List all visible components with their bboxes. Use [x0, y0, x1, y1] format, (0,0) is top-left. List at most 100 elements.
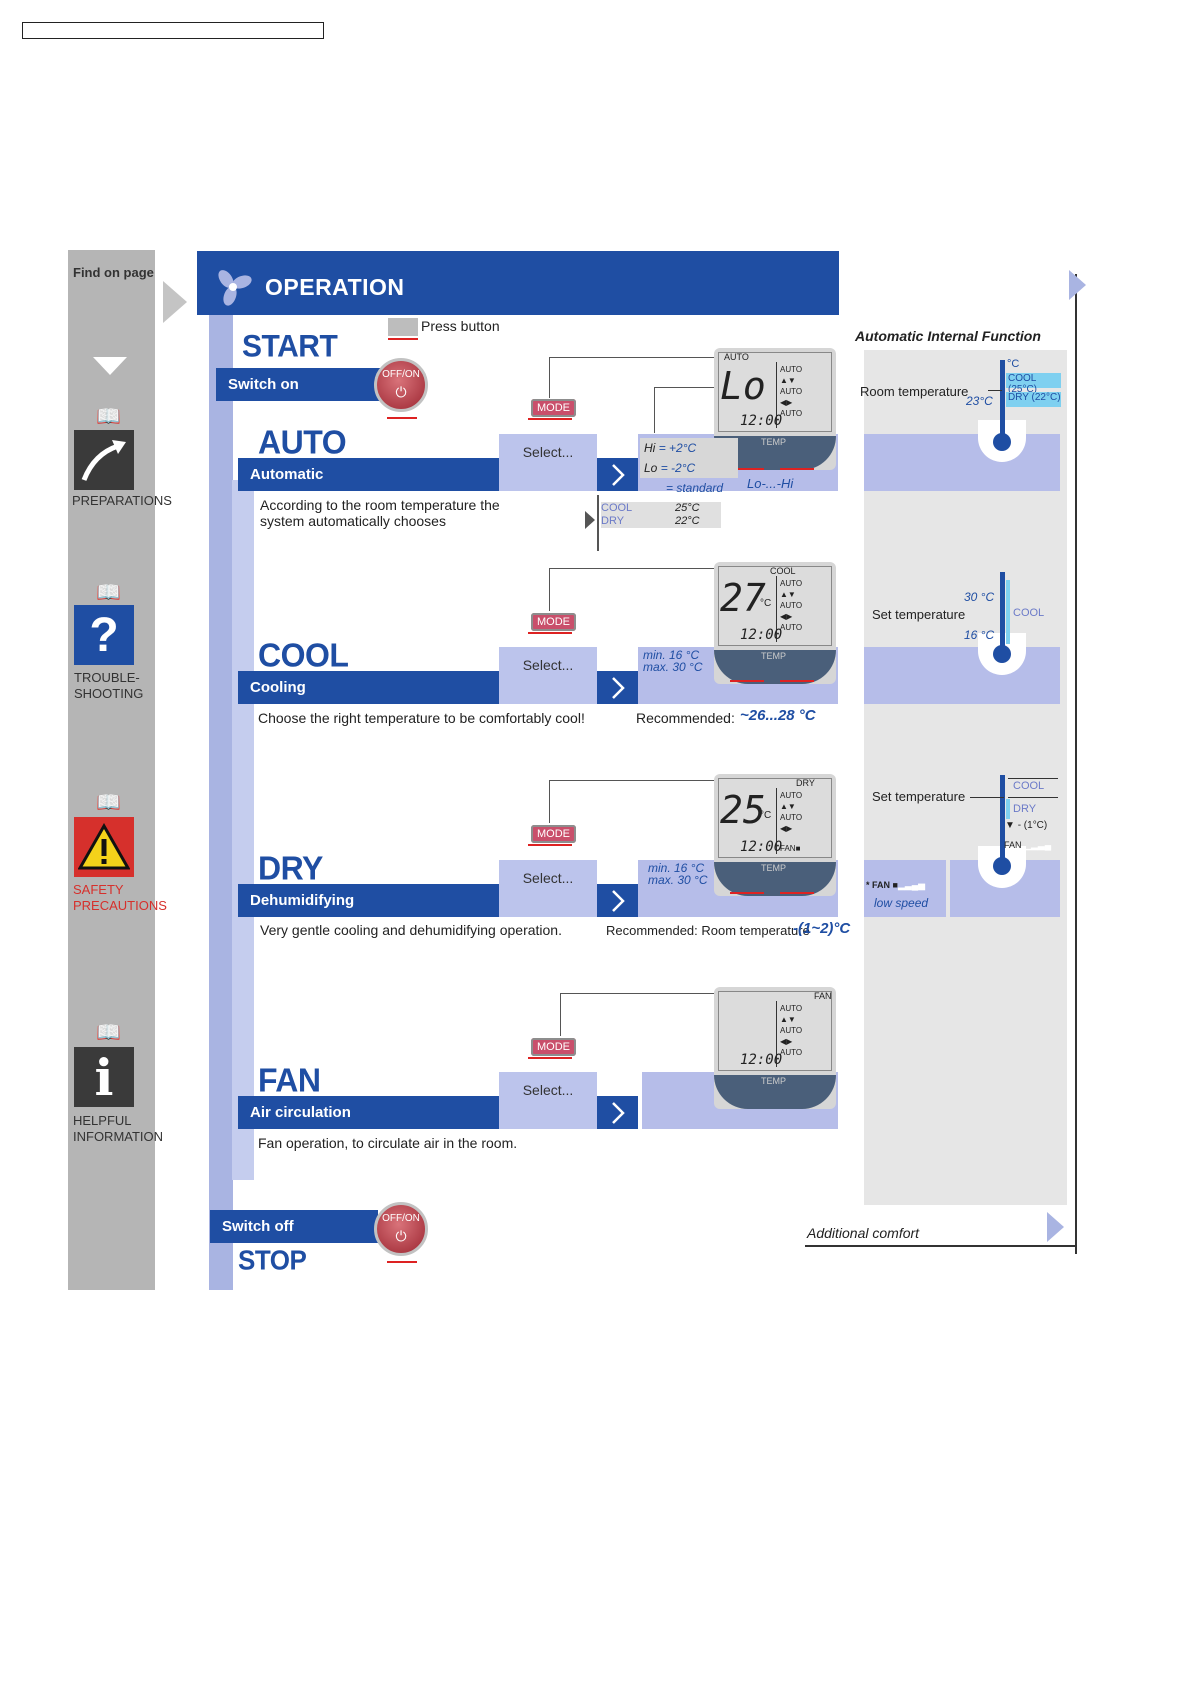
mode-button-auto[interactable]: MODE	[531, 398, 576, 417]
fan-title: FAN	[258, 1061, 321, 1099]
cool-range-bar	[1006, 580, 1010, 644]
right-block-fan	[864, 860, 946, 917]
hi-label: Hi	[644, 441, 656, 455]
dry-select-box: Select...	[499, 860, 597, 917]
mode-button-fan[interactable]: MODE	[531, 1037, 576, 1056]
additional-comfort-link[interactable]: Additional comfort	[807, 1225, 920, 1241]
additional-underline	[805, 1245, 1077, 1247]
dry-recommended-value: -(1~2)°C	[793, 920, 851, 937]
nav-troubleshooting[interactable]: TROUBLE- SHOOTING	[74, 670, 144, 701]
onoff-underline	[387, 417, 417, 419]
auto-select-box: Select...	[499, 434, 597, 491]
lcd-digits: Lo	[720, 364, 766, 408]
lcd-auto-indicators: AUTO▲▼AUTO◀▶AUTO	[780, 1004, 803, 1057]
temp-down-underline	[730, 680, 764, 682]
preparations-icon[interactable]	[74, 430, 134, 490]
lcd-mode-label: FAN	[814, 991, 832, 1001]
fan-select-box: Select...	[499, 1072, 597, 1129]
troubleshooting-icon[interactable]: ?	[74, 605, 134, 665]
lcd-mode-label: AUTO	[724, 352, 749, 362]
info-icon[interactable]: i	[74, 1047, 134, 1107]
temp-label: TEMP	[761, 863, 787, 873]
temp-down-underline	[730, 892, 764, 894]
t16-label: 16 °C	[964, 628, 995, 642]
lcd-mode-label: DRY	[796, 778, 815, 788]
mode-button-cool[interactable]: MODE	[531, 612, 576, 631]
lcd-auto-indicators: AUTO▲▼AUTO◀▶AUTO	[780, 365, 803, 418]
switch-on-band: Switch on	[216, 368, 384, 401]
cool-select-box: Select...	[499, 647, 597, 704]
book-icon: 📖	[96, 1022, 121, 1044]
fan-description: Fan operation, to circulate air in the r…	[258, 1135, 518, 1151]
mode-underline	[528, 632, 572, 634]
fan-indicator: FAN ▁▂▃▄	[1004, 840, 1052, 850]
t23-label: 23°C	[966, 394, 993, 408]
right-panel	[864, 350, 1067, 1205]
auto-next-arrow[interactable]	[597, 458, 638, 491]
find-arrow-icon	[163, 281, 187, 323]
nav-safety-precautions[interactable]: SAFETY PRECAUTIONS	[73, 882, 167, 913]
temp-label: TEMP	[761, 651, 787, 661]
select-label: Select...	[522, 657, 574, 673]
temp-up-underline	[780, 892, 814, 894]
temp-label: TEMP	[761, 1076, 787, 1086]
book-icon: 📖	[96, 582, 121, 604]
mode-button-dry[interactable]: MODE	[531, 824, 576, 843]
auto-internal-function-title: Automatic Internal Function	[855, 328, 1041, 344]
safety-warning-icon[interactable]	[74, 817, 134, 877]
cool-recommended-label: Recommended:	[636, 710, 735, 726]
cool-lcd-display: COOL 27 °C AUTO▲▼AUTO◀▶AUTO 12:00 TEMP	[714, 562, 836, 684]
fan-next-arrow[interactable]	[597, 1096, 638, 1129]
dry-band-label: Dehumidifying	[250, 892, 355, 909]
lcd-digits: 27	[720, 576, 766, 620]
switch-on-label: Switch on	[228, 376, 299, 393]
power-icon: ⏻	[395, 384, 407, 400]
on-off-button-stop[interactable]: OFF/ON⏻	[374, 1202, 428, 1256]
right-block-auto	[864, 434, 1060, 491]
lcd-time: 12:00	[740, 839, 783, 855]
book-icon: 📖	[96, 792, 121, 814]
cool-next-arrow[interactable]	[597, 671, 638, 704]
chevron-down-icon	[93, 357, 127, 375]
auto-connector-2	[654, 387, 715, 433]
thermometer-auto	[1000, 360, 1005, 440]
lcd-fan-indicator: FAN■	[780, 844, 801, 853]
right-block-cool	[864, 647, 1060, 704]
thermometer-cool	[1000, 572, 1005, 654]
cool-label: COOL	[1013, 780, 1045, 792]
cool-description: Choose the right temperature to be comfo…	[258, 710, 585, 726]
auto-band: Automatic	[238, 458, 500, 491]
button-legend-underline	[388, 338, 418, 340]
nav-preparations[interactable]: PREPARATIONS	[72, 493, 172, 508]
left-stripe	[209, 315, 233, 1290]
fan-band-label: Air circulation	[250, 1104, 351, 1121]
lcd-digits: 25	[720, 788, 766, 832]
cool-25-label: COOL (25°C)	[1006, 373, 1061, 395]
left-stripe-inner	[232, 480, 254, 1180]
next-page-arrow-icon[interactable]	[1069, 270, 1086, 300]
dry-next-arrow[interactable]	[597, 884, 638, 917]
thermometer-bulb	[993, 857, 1011, 875]
onoff-underline	[387, 1261, 417, 1263]
cool-recommended-value: ~26...28 °C	[740, 707, 816, 724]
lcd-time: 12:00	[740, 627, 783, 643]
press-button-label: Press button	[421, 318, 500, 334]
cool-connector	[549, 568, 715, 611]
auto-connector	[549, 357, 715, 398]
hi-value: = +2°C	[658, 441, 697, 455]
low-speed-label: low speed	[874, 896, 929, 910]
additional-arrow-icon[interactable]	[1047, 1212, 1064, 1242]
right-border-line	[1075, 274, 1077, 1254]
on-off-button-start[interactable]: OFF/ON⏻	[374, 358, 428, 412]
lcd-time: 12:00	[740, 413, 783, 429]
set-temperature-label: Set temperature	[872, 607, 966, 622]
nav-helpful-information[interactable]: HELPFUL INFORMATION	[73, 1113, 164, 1144]
cool-band-label: Cooling	[250, 679, 306, 696]
cool-title: COOL	[258, 636, 349, 674]
thermometer-bulb	[993, 645, 1011, 663]
power-icon: ⏻	[395, 1228, 407, 1244]
side-navigation	[68, 250, 155, 1290]
button-legend-swatch	[388, 318, 418, 336]
lo-value: = -2°C	[660, 461, 696, 475]
